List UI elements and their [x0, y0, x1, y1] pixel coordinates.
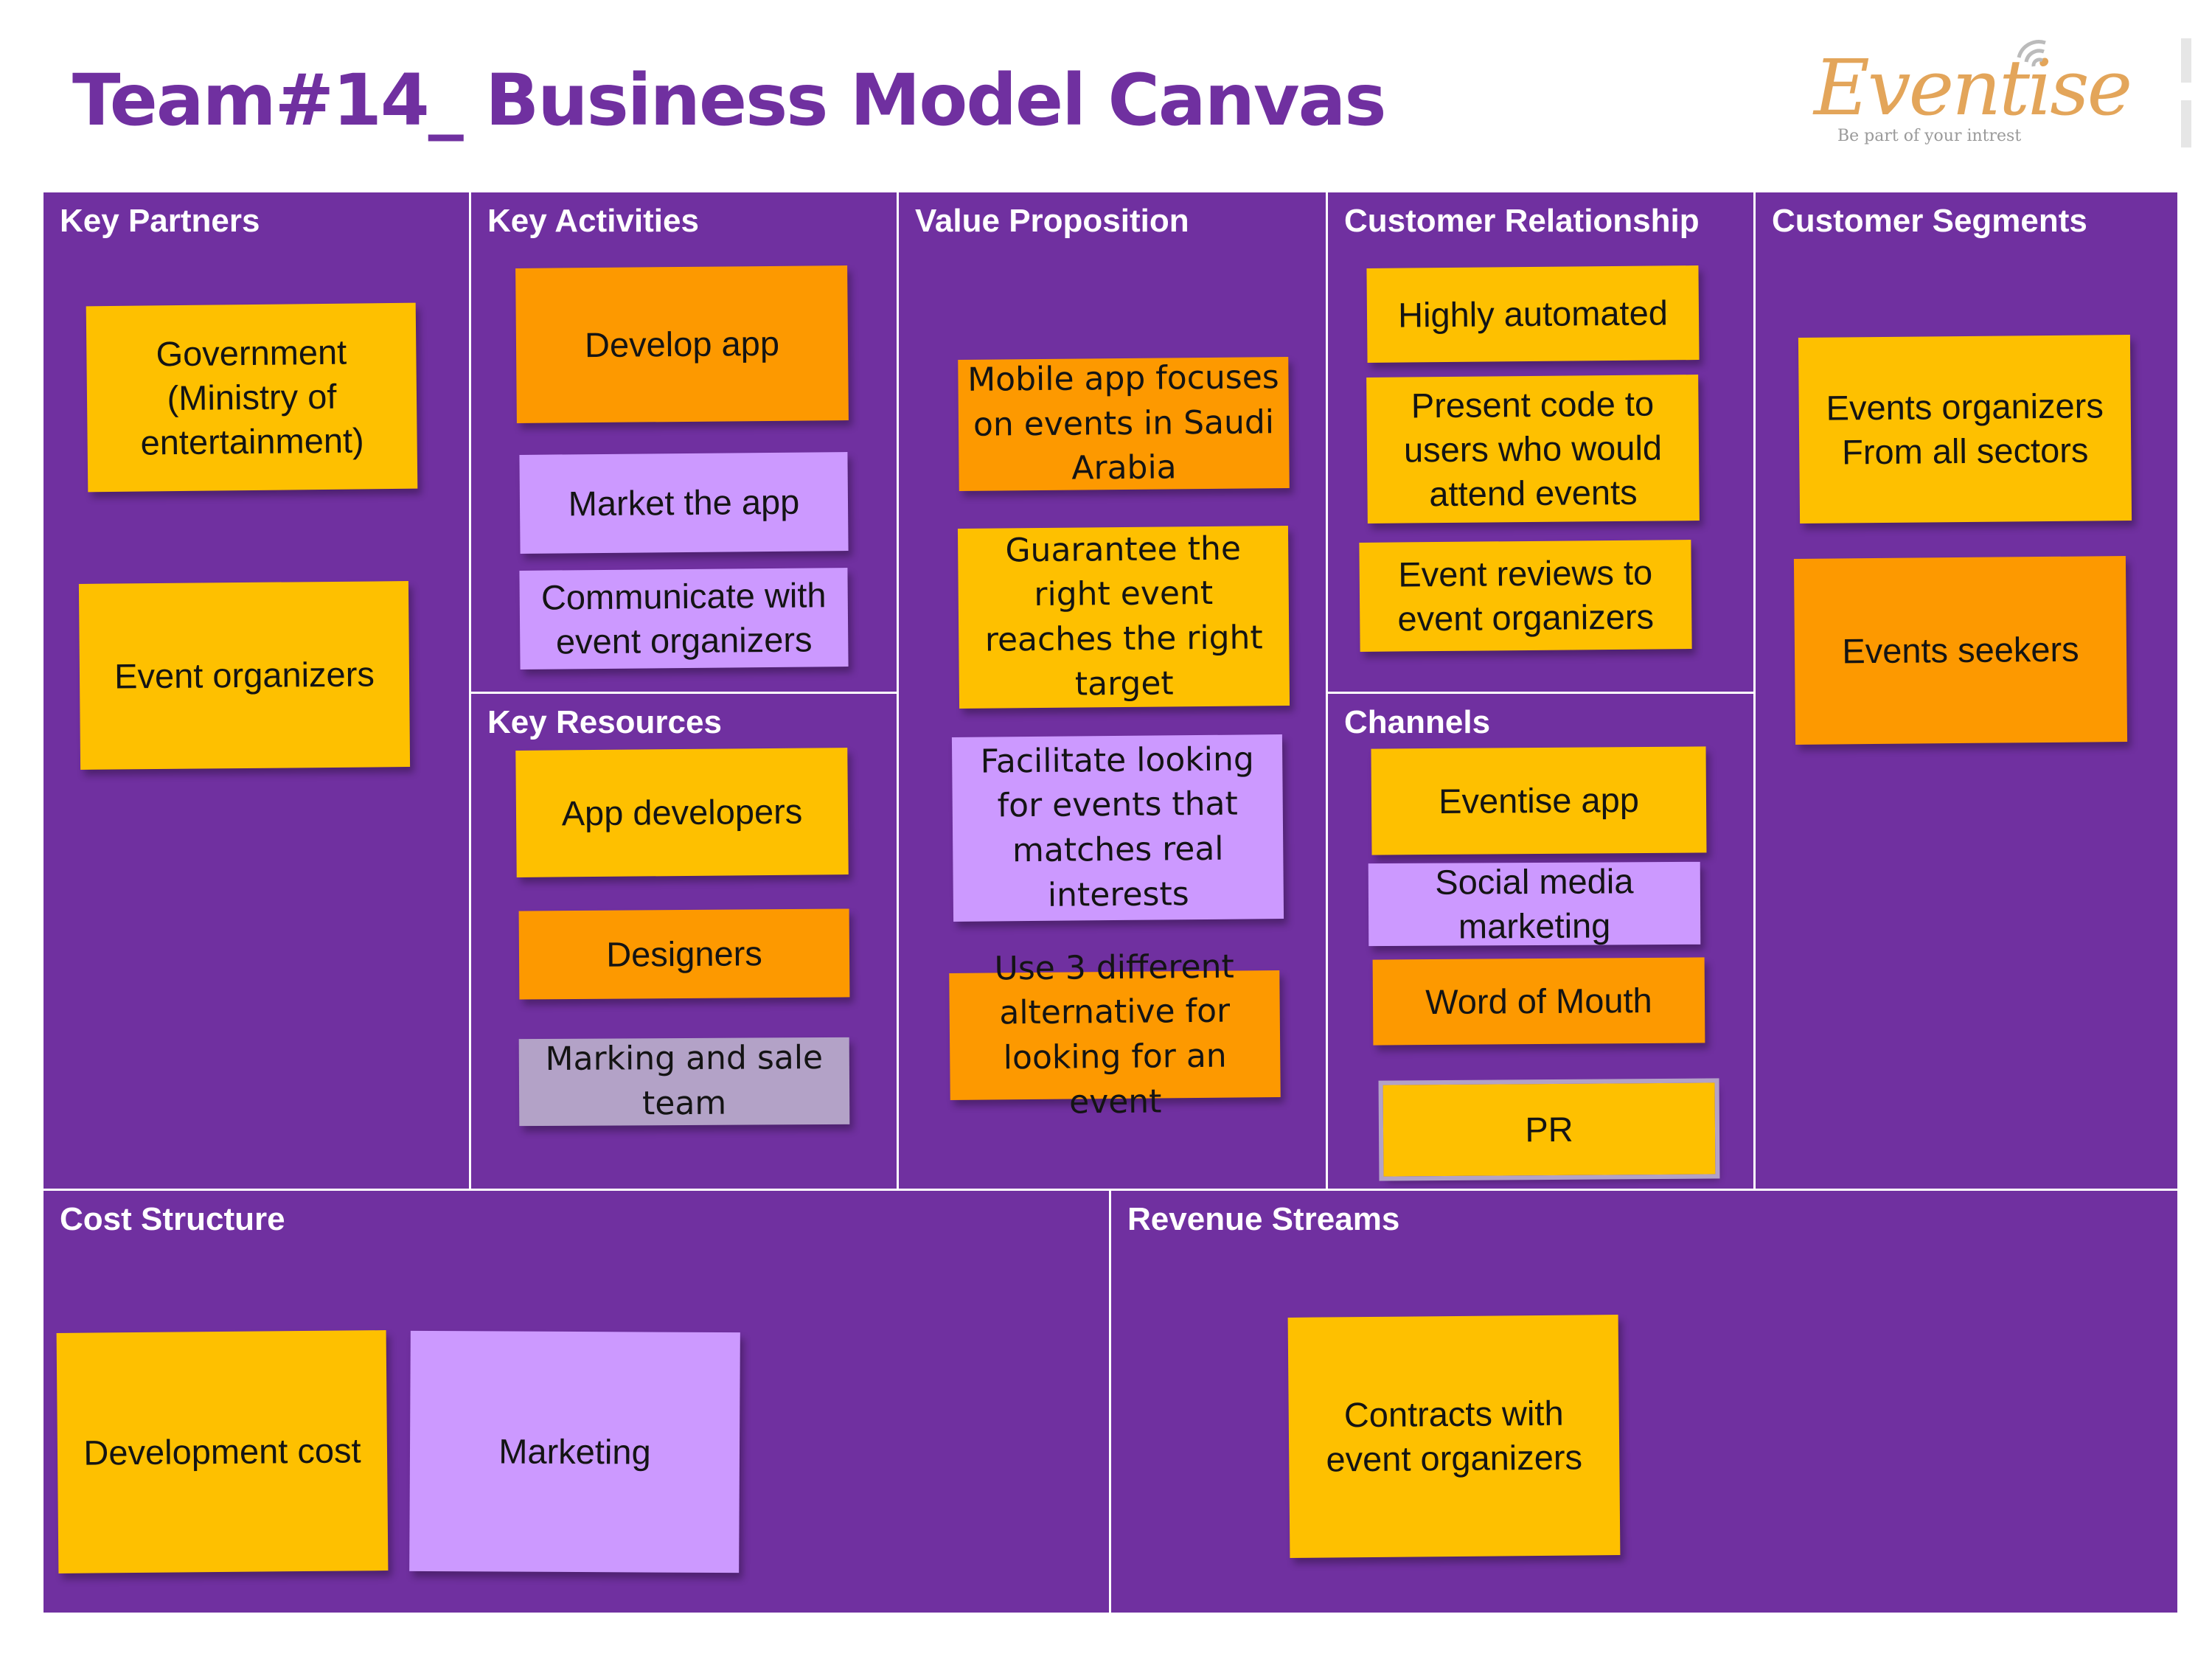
sticky-note: Eventise app	[1371, 746, 1707, 855]
revenue-streams-block: Revenue Streams	[1109, 1189, 2180, 1615]
block-title: Cost Structure	[60, 1201, 285, 1237]
block-title: Revenue Streams	[1127, 1201, 1400, 1237]
edge-mark	[2181, 38, 2191, 83]
edge-mark	[2181, 100, 2191, 147]
sticky-note: Marking and sale team	[518, 1037, 850, 1127]
sticky-note: Marketing	[409, 1330, 740, 1573]
block-title: Customer Segments	[1772, 203, 2087, 239]
block-title: Customer Relationship	[1344, 203, 1700, 239]
business-model-canvas: Key Partners Government (Ministry of ent…	[41, 190, 2180, 1615]
sticky-note: PR	[1378, 1078, 1720, 1181]
sticky-note: Word of Mouth	[1372, 957, 1705, 1046]
sticky-note: Designers	[518, 908, 850, 1000]
sticky-note: Events organizers From all sectors	[1798, 335, 2132, 524]
sticky-note: Development cost	[56, 1330, 389, 1573]
sticky-note: Market the app	[519, 452, 849, 554]
block-title: Value Proposition	[915, 203, 1189, 239]
sticky-note: Mobile app focuses on events in Saudi Ar…	[958, 357, 1290, 491]
wifi-signal-icon	[2017, 40, 2046, 67]
eventise-logo: Eventise Be part of your intrest	[1799, 35, 2132, 153]
sticky-note: Use 3 different alternative for looking …	[949, 947, 1281, 1121]
block-title: Channels	[1344, 704, 1491, 740]
sticky-note: Communicate with event organizers	[519, 568, 849, 669]
sticky-note: Highly automated	[1366, 265, 1700, 363]
sticky-note: Event reviews to event organizers	[1359, 540, 1692, 652]
logo-wordmark: Eventise	[1814, 43, 2132, 133]
sticky-note: Contracts with event organizers	[1287, 1315, 1621, 1558]
sticky-note: Facilitate looking for events that match…	[951, 734, 1284, 922]
sticky-note: Guarantee the right event reaches the ri…	[957, 526, 1290, 709]
sticky-note: Social media marketing	[1368, 861, 1701, 947]
block-title: Key Resources	[487, 704, 722, 740]
sticky-note: App developers	[515, 748, 849, 877]
logo-tagline: Be part of your intrest	[1837, 127, 2022, 145]
block-title: Key Partners	[60, 203, 260, 239]
sticky-note: Present code to users who would attend e…	[1366, 375, 1700, 524]
block-title: Key Activities	[487, 203, 699, 239]
page-title: Team#14_ Business Model Canvas	[72, 59, 1387, 142]
sticky-note: Government (Ministry of entertainment)	[86, 302, 418, 493]
sticky-note: Events seekers	[1793, 556, 2128, 745]
sticky-note: Event organizers	[78, 581, 411, 770]
sticky-note: Develop app	[515, 265, 849, 423]
